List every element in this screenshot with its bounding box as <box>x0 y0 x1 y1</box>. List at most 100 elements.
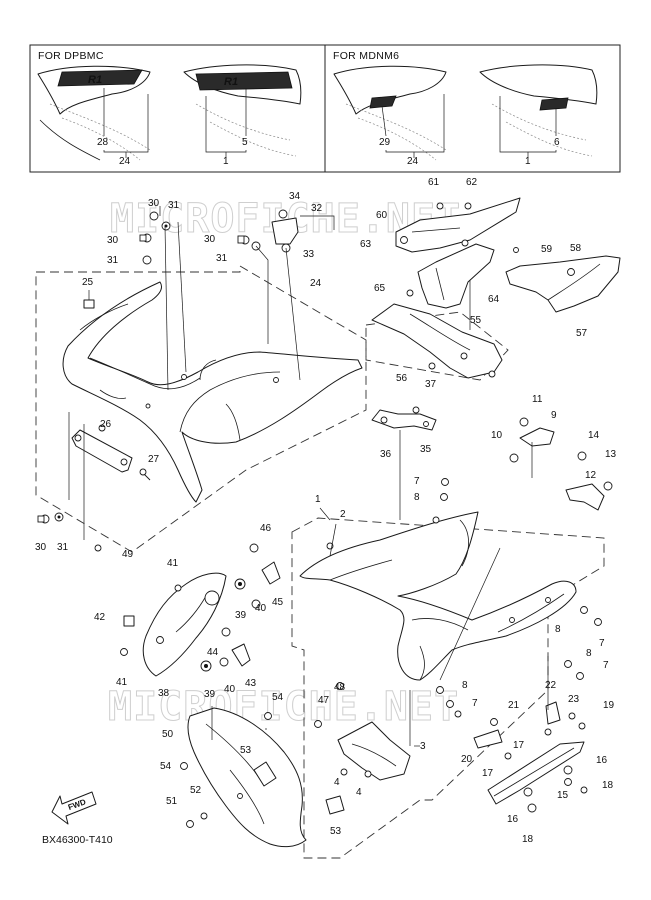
callout-46: 46 <box>260 523 272 534</box>
leaders-main <box>211 280 549 747</box>
callout-20: 20 <box>461 754 473 765</box>
callout-39: 39 <box>235 610 247 621</box>
callout-45: 45 <box>272 597 284 608</box>
grommets-39-40 <box>200 543 281 672</box>
callout-19: 19 <box>603 700 615 711</box>
bracket-64 <box>406 243 495 309</box>
callout-34: 34 <box>289 191 301 202</box>
callout-59: 59 <box>541 244 553 255</box>
screws-7-8 <box>436 606 602 718</box>
callout-10: 10 <box>491 430 503 441</box>
callout-16: 16 <box>507 814 519 825</box>
mdnm6-right-cowl-illustration <box>479 64 598 157</box>
callout-35: 35 <box>420 444 432 455</box>
screw-25 <box>83 290 95 309</box>
callout-8: 8 <box>414 492 420 503</box>
callout-55: 55 <box>470 315 482 326</box>
group-outline-24 <box>35 265 367 553</box>
callout-numbers: 1 2 3 4 4 7 8 7 8 7 8 7 8 9 10 11 12 13 … <box>35 177 617 845</box>
watermark-bottom: MICROFICHE.NET <box>108 684 459 730</box>
inset-title-mdnm6: FOR MDNM6 <box>333 50 399 62</box>
callout-30: 30 <box>148 198 160 209</box>
svg-text:R1: R1 <box>88 74 102 86</box>
callout-30: 30 <box>107 235 119 246</box>
callout-8: 8 <box>462 680 468 691</box>
callout-51: 51 <box>166 796 178 807</box>
callout-33: 33 <box>303 249 315 260</box>
callout-41: 41 <box>167 558 179 569</box>
callout-1-left: 1 <box>223 156 229 167</box>
callout-29: 29 <box>379 137 391 148</box>
callout-41: 41 <box>116 677 128 688</box>
bracket-26 <box>71 424 133 473</box>
callout-11: 11 <box>532 394 543 405</box>
callout-23: 23 <box>568 694 580 705</box>
callout-48: 48 <box>334 682 346 693</box>
callout-8: 8 <box>586 648 592 659</box>
callout-21: 21 <box>508 700 520 711</box>
callout-5: 5 <box>242 137 248 148</box>
callout-54: 54 <box>272 692 284 703</box>
callout-7: 7 <box>599 638 605 649</box>
callout-43: 43 <box>245 678 257 689</box>
cowling-24 <box>62 281 363 503</box>
callout-57: 57 <box>576 328 588 339</box>
mdnm6-callouts: 29 24 6 1 <box>379 94 560 167</box>
lower-cowl-50 <box>180 707 345 848</box>
screw-27 <box>139 468 151 481</box>
drawing-reference: BX46300-T410 <box>42 834 113 846</box>
callout-52: 52 <box>190 785 202 796</box>
bracket-20-22 <box>473 701 586 749</box>
bracket-9-12 <box>440 417 613 511</box>
dpbmc-right-cowl-illustration: R1 <box>183 64 302 157</box>
callout-49: 49 <box>122 549 134 560</box>
callout-32: 32 <box>311 203 323 214</box>
callout-53: 53 <box>240 745 252 756</box>
callout-6: 6 <box>554 137 560 148</box>
bracket-55 <box>371 303 503 379</box>
callout-44: 44 <box>207 647 219 658</box>
callout-54: 54 <box>160 761 172 772</box>
callout-22: 22 <box>545 680 557 691</box>
variant-inset-panel: FOR DPBMC FOR MDNM6 R1 R1 28 24 5 <box>29 44 621 173</box>
callout-36: 36 <box>380 449 392 460</box>
callout-24-left: 24 <box>119 156 131 167</box>
callout-24-right: 24 <box>407 156 419 167</box>
callout-4: 4 <box>356 787 362 798</box>
callout-61: 61 <box>428 177 440 188</box>
callout-62: 62 <box>466 177 478 188</box>
callout-9: 9 <box>551 410 557 421</box>
dpbmc-left-cowl-illustration: R1 <box>37 65 151 161</box>
callout-64: 64 <box>488 294 500 305</box>
callout-27: 27 <box>148 454 160 465</box>
callout-37: 37 <box>425 379 437 390</box>
callout-40: 40 <box>224 684 236 695</box>
callout-18: 18 <box>522 834 534 845</box>
leaders-upper-left <box>68 206 335 540</box>
inset-title-dpbmc: FOR DPBMC <box>38 50 104 62</box>
callout-42: 42 <box>94 612 106 623</box>
callout-17: 17 <box>513 740 525 751</box>
callout-39: 39 <box>204 689 216 700</box>
clip-49 <box>94 544 102 552</box>
callout-15: 15 <box>557 790 569 801</box>
callout-31: 31 <box>168 200 180 211</box>
callout-25: 25 <box>82 277 94 288</box>
callout-40: 40 <box>255 603 267 614</box>
svg-text:R1: R1 <box>224 76 238 88</box>
callout-8: 8 <box>555 624 561 635</box>
callout-1: 1 <box>315 494 321 505</box>
callout-1-right: 1 <box>525 156 531 167</box>
callout-7: 7 <box>603 660 609 671</box>
callout-53: 53 <box>330 826 342 837</box>
callout-28: 28 <box>97 137 109 148</box>
fwd-arrow-icon: FWD <box>51 791 97 825</box>
bracket-35-36 <box>371 406 437 431</box>
callout-7: 7 <box>414 476 420 487</box>
callout-60: 60 <box>376 210 388 221</box>
dpbmc-callouts: 28 24 5 1 <box>97 88 248 167</box>
callout-16: 16 <box>596 755 608 766</box>
mdnm6-left-cowl-illustration <box>333 65 447 161</box>
callout-31: 31 <box>57 542 69 553</box>
callout-31: 31 <box>107 255 119 266</box>
